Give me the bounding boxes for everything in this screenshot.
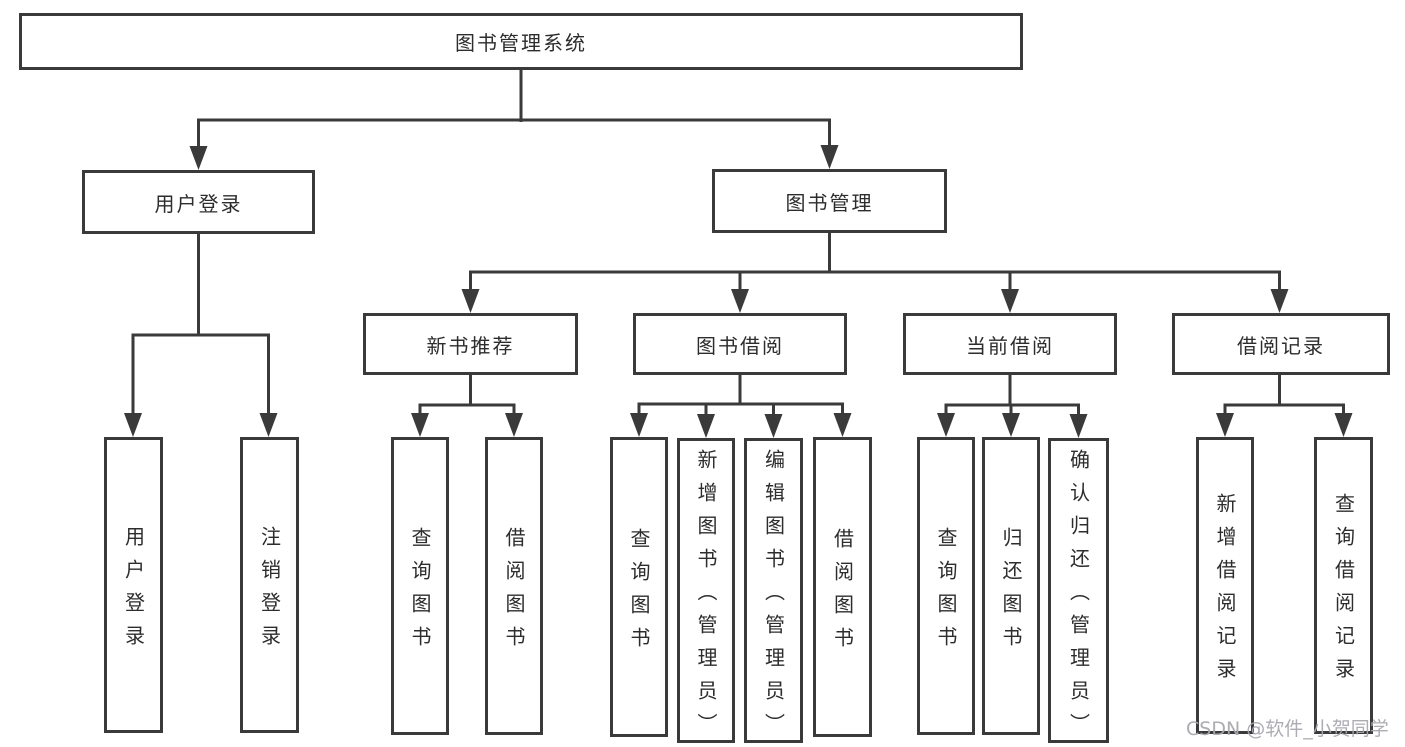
leaf-query-books-3: 查询图书 [917,437,975,735]
node-user-login: 用户登录 [82,170,315,234]
csdn-watermark: CSDN @软件_小贺同学 [1186,718,1389,740]
node-book-borrowing: 图书借阅 [633,313,847,375]
arrow-icon [1002,413,1020,437]
leaf-query-borrow-record: 查询借阅记录 [1314,437,1373,734]
node-current-borrowing-label: 当前借阅 [966,333,1054,358]
arrow-icon [697,414,715,438]
node-new-book-recommend: 新书推荐 [363,313,578,375]
leaf-query-books-2-label: 查询图书 [627,527,651,660]
node-current-borrowing: 当前借阅 [903,313,1117,375]
node-book-management-label: 图书管理 [785,190,874,215]
leaf-query-books-1: 查询图书 [391,437,449,735]
edge-borrowing-to-leaves [637,375,844,418]
node-root-label: 图书管理系统 [455,31,587,55]
tree-edges [131,70,1345,418]
leaf-confirm-return-admin-label: 确认归还（管理员） [1066,448,1091,746]
leaf-query-borrow-record-label: 查询借阅记录 [1331,493,1356,691]
edge-current-to-leaves [944,375,1080,418]
node-root: 图书管理系统 [19,13,1023,70]
leaf-user-login: 用户登录 [104,437,163,733]
leaf-add-book-admin: 新增图书（管理员） [677,438,735,746]
leaf-edit-book-admin: 编辑图书（管理员） [744,438,803,746]
edge-root-to-level2 [197,70,831,151]
arrowheads [124,145,1353,438]
arrow-icon [411,413,429,437]
arrow-icon [1334,413,1353,437]
edge-newbooks-to-leaves [418,375,516,417]
leaf-add-borrow-record-label: 新增借阅记录 [1213,493,1237,691]
leaf-borrow-books-1-label: 借阅图书 [502,526,526,659]
leaf-return-book: 归还图书 [982,437,1040,735]
leaf-borrow-books-2-label: 借阅图书 [830,527,855,660]
arrow-icon [731,289,749,313]
arrow-icon [461,289,480,313]
leaf-edit-book-admin-label: 编辑图书（管理员） [761,448,786,746]
leaf-confirm-return-admin: 确认归还（管理员） [1048,438,1109,746]
node-borrow-records: 借阅记录 [1172,313,1390,375]
arrow-icon [764,414,783,438]
node-book-borrowing-label: 图书借阅 [696,333,784,358]
arrow-icon [259,413,278,437]
leaf-query-books-1-label: 查询图书 [408,526,432,659]
arrow-icon [630,413,648,437]
node-book-management: 图书管理 [712,169,947,233]
arrow-icon [1069,414,1088,438]
node-user-login-label: 用户登录 [154,191,243,216]
arrow-icon [124,413,142,437]
edge-bookmgmt-to-level3 [469,233,1281,294]
leaf-query-books-2: 查询图书 [610,437,668,737]
leaf-borrow-books-2: 借阅图书 [813,437,872,737]
arrow-icon [1001,289,1019,313]
leaf-query-books-3-label: 查询图书 [934,526,958,659]
arrow-icon [1270,289,1289,313]
arrow-icon [1216,413,1234,437]
edge-userlogin-to-leaves [131,234,270,417]
node-new-book-recommend-label: 新书推荐 [426,333,515,358]
leaf-logout-label: 注销登录 [257,525,282,658]
arrow-icon [820,145,839,169]
arrow-icon [833,413,852,437]
node-borrow-records-label: 借阅记录 [1237,333,1325,358]
leaf-return-book-label: 归还图书 [999,526,1023,659]
leaf-logout: 注销登录 [240,437,299,733]
leaf-user-login-label: 用户登录 [121,525,146,658]
arrow-icon [505,413,523,437]
leaf-add-book-admin-label: 新增图书（管理员） [694,448,718,746]
leaf-borrow-books-1: 借阅图书 [485,437,543,735]
edge-records-to-leaves [1223,375,1345,417]
arrow-icon [189,146,208,170]
leaf-add-borrow-record: 新增借阅记录 [1196,437,1254,734]
arrow-icon [937,413,955,437]
